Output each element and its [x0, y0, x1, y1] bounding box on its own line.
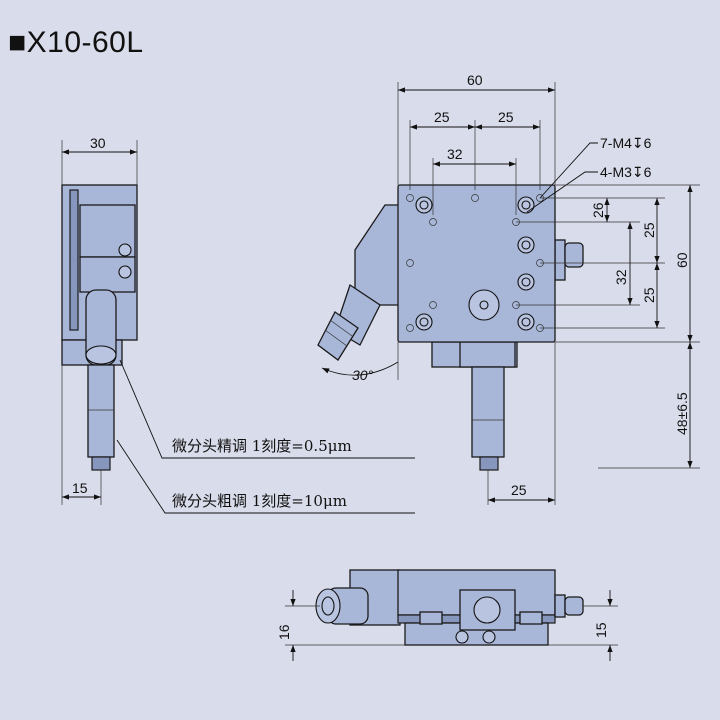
coarse-adjust-note: 微分头粗调 1刻度=10μm: [116, 439, 415, 514]
fine-adjust-note: 微分头精调 1刻度=0.5μm: [119, 359, 415, 459]
tapped-holes: [406, 194, 544, 332]
callout-m4: 7-M4↧6: [600, 135, 652, 151]
coarse-adjust-text: 微分头粗调 1刻度=10μm: [172, 492, 347, 510]
dim-top-25-right: 25: [498, 109, 514, 125]
dim-right-26: 26: [590, 202, 606, 218]
dim-top-width: 60: [467, 72, 483, 88]
side-view: [315, 569, 584, 646]
fine-adjust-text: 微分头精调 1刻度=0.5μm: [172, 437, 352, 455]
dim-right-25-top: 25: [641, 222, 657, 238]
bottom-25-dimension: 25: [487, 342, 556, 505]
top-dimensions: 60 25 25 32: [397, 72, 556, 215]
dim-right-48: 48±6.5: [674, 392, 690, 435]
dim-side-16: 16: [276, 624, 292, 640]
dim-right-60: 60: [674, 252, 690, 268]
left-view: [61, 184, 138, 471]
dim-right-32: 32: [613, 269, 629, 285]
side-dimensions: 16 15: [276, 590, 618, 661]
model-title: ■X10-60L: [8, 26, 144, 59]
top-view: [317, 184, 584, 471]
angle-dimension: 30°: [321, 342, 399, 383]
right-dimensions: 60 48±6.5 25 25 26 32: [516, 184, 700, 469]
left-width-dimension: 30: [61, 135, 138, 185]
dim-right-25-bottom: 25: [641, 287, 657, 303]
dim-angle: 30°: [352, 367, 374, 383]
left-bottom-dimension: 15: [61, 365, 102, 505]
dim-top-25-left: 25: [434, 109, 450, 125]
mounting-holes: [415, 196, 535, 331]
dim-bottom-25: 25: [511, 482, 527, 498]
hole-callouts: 7-M4↧6 4-M3↧6: [526, 135, 652, 213]
dim-top-32: 32: [447, 146, 463, 162]
dim-left-width: 30: [90, 135, 106, 151]
dim-side-15: 15: [593, 622, 609, 638]
dim-left-bottom: 15: [72, 480, 88, 496]
callout-m3: 4-M3↧6: [600, 164, 652, 180]
